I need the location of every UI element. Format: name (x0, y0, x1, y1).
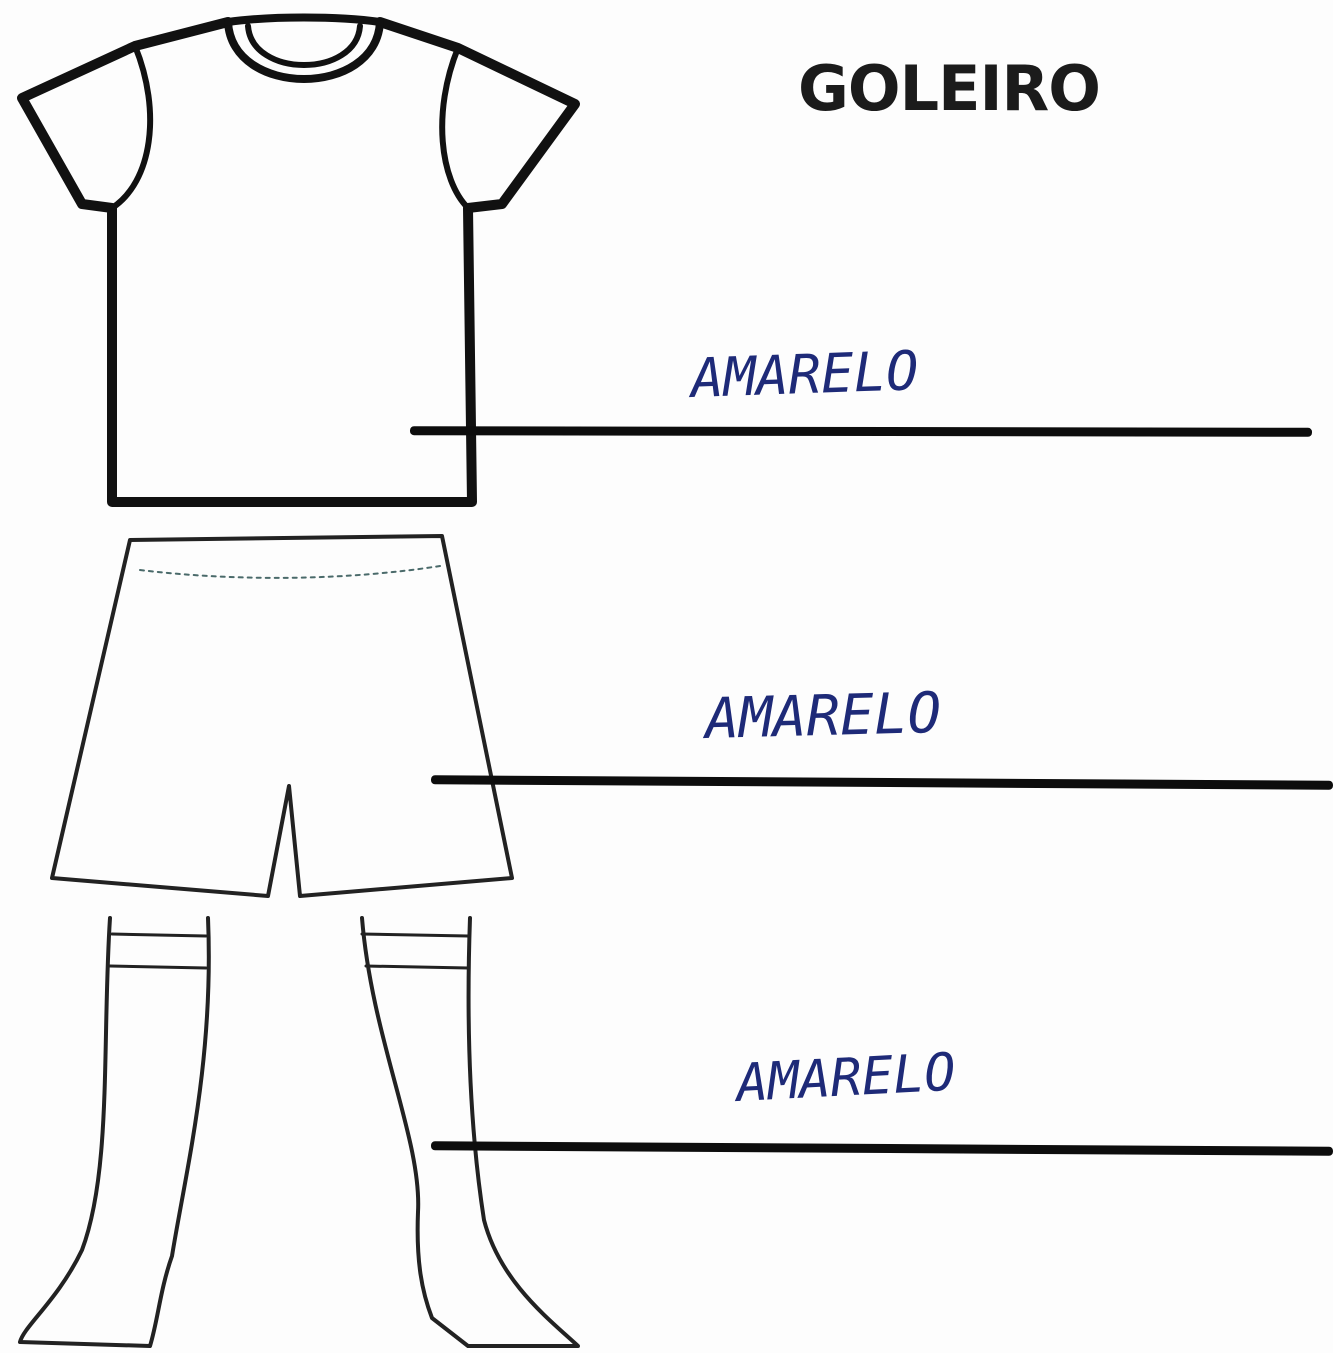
shirt-collar-inner (245, 23, 363, 68)
shirt-right-sleeve-seam (439, 45, 471, 211)
shorts-color-answer: AMARELO (704, 680, 943, 752)
shirt-left-sleeve-seam (109, 43, 154, 211)
shorts-drawing (50, 534, 514, 898)
right-sock-stripe-top (360, 932, 470, 938)
shorts-waistband (139, 565, 441, 579)
shirt-drawing (17, 13, 580, 507)
shirt-collar-top (224, 13, 384, 26)
shirt-collar-outer (224, 18, 384, 83)
socks-color-answer: AMARELO (735, 1042, 958, 1114)
right-sock-outline (360, 916, 580, 1348)
socks-drawing (18, 916, 580, 1348)
shirt-answer-line (409, 426, 1313, 437)
right-sock-stripe-bottom (364, 964, 470, 970)
left-sock-outline (18, 916, 211, 1348)
left-sock-stripe-top (110, 932, 208, 938)
left-sock-stripe-bottom (108, 964, 208, 970)
shirt-outline (17, 17, 580, 507)
page-title: GOLEIRO (798, 52, 1101, 125)
shorts-outline (50, 534, 514, 898)
shirt-color-answer: AMARELO (689, 339, 920, 410)
